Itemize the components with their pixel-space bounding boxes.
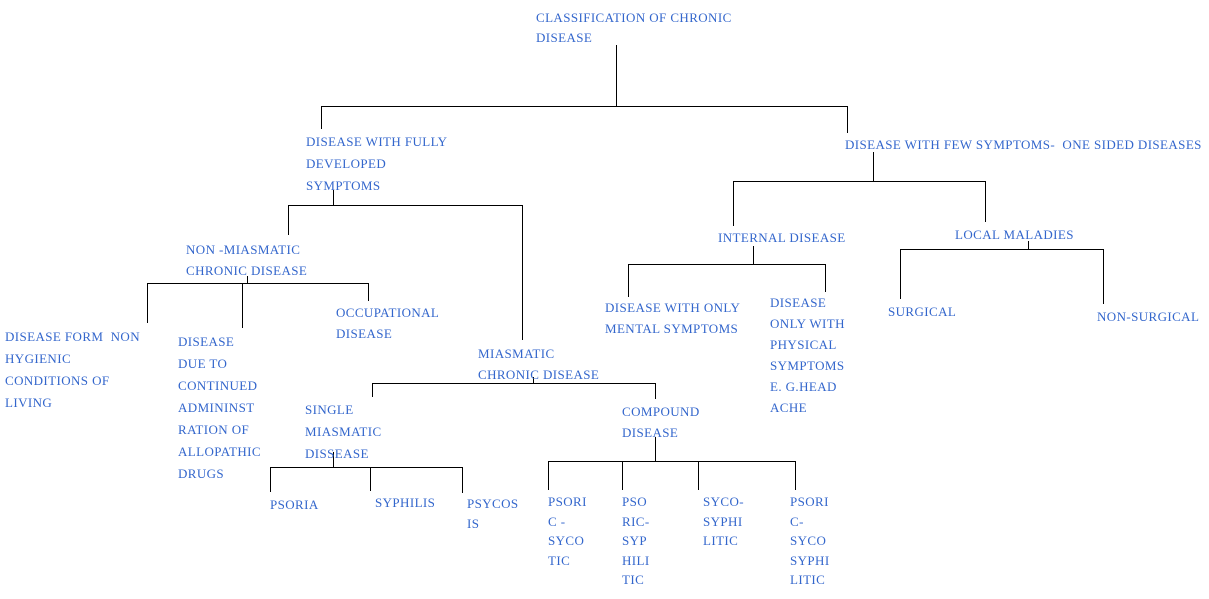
node-psori-sycotic: PSORI C - SYCO TIC: [548, 494, 587, 568]
node-psycosis: PSYCOS IS: [467, 496, 519, 531]
node-single-miasmatic: SINGLE MIASMATIC DISSEASE: [305, 402, 382, 461]
connector-line: [270, 467, 463, 468]
connector-line: [288, 205, 523, 206]
connector-line: [533, 377, 534, 384]
node-mental-symptoms: DISEASE WITH ONLY MENTAL SYMPTOMS: [605, 300, 741, 336]
connector-line: [288, 205, 289, 235]
connector-line: [1028, 241, 1029, 250]
connector-line: [372, 383, 656, 384]
node-local-maladies: LOCAL MALADIES: [955, 227, 1074, 242]
node-compound-disease: COMPOUND DISEASE: [622, 404, 700, 440]
connector-line: [628, 264, 629, 297]
node-psoric-syphilitic: PSO RIC- SYP HILI TIC: [622, 494, 650, 587]
connector-line: [333, 190, 334, 206]
connector-line: [548, 461, 549, 490]
connector-line: [795, 461, 796, 490]
node-physical-symptoms: DISEASE ONLY WITH PHYSICAL SYMPTOMS E. G…: [770, 295, 845, 415]
node-allopathic-drugs: DISEASE DUE TO CONTINUED ADMININST RATIO…: [178, 334, 261, 481]
connector-line: [462, 467, 463, 493]
connector-line: [698, 461, 699, 490]
connector-line: [368, 283, 369, 301]
node-fully-developed-symptoms: DISEASE WITH FULLY DEVELOPED SYMPTOMS: [306, 134, 448, 193]
connector-line: [372, 383, 373, 397]
connector-line: [873, 152, 874, 182]
connector-line: [900, 249, 901, 299]
connector-line: [985, 181, 986, 222]
connector-line: [900, 249, 1104, 250]
node-unhygienic-living: DISEASE FORM NON HYGIENIC CONDITIONS OF …: [5, 329, 141, 410]
connector-line: [753, 246, 754, 265]
connector-line: [616, 45, 617, 107]
connector-line: [1103, 249, 1104, 304]
node-non-surgical: NON-SURGICAL: [1097, 309, 1200, 324]
node-surgical: SURGICAL: [888, 304, 957, 319]
connector-line: [247, 276, 248, 284]
connector-line: [548, 461, 796, 462]
connector-line: [825, 264, 826, 292]
connector-line: [847, 106, 848, 133]
connector-line: [622, 461, 623, 490]
connector-line: [733, 181, 734, 226]
connector-line: [522, 205, 523, 340]
connector-line: [333, 452, 334, 468]
connector-line: [321, 106, 848, 107]
node-syco-syphilitic: SYCO- SYPHI LITIC: [703, 494, 745, 548]
node-internal-disease: INTERNAL DISEASE: [718, 230, 846, 245]
node-psori-syco-syphilitic: PSORI C- SYCO SYPHI LITIC: [790, 494, 830, 587]
connector-line: [147, 283, 148, 323]
node-miasmatic: MIASMATIC CHRONIC DISEASE: [478, 346, 600, 382]
node-occupational-disease: OCCUPATIONAL DISEASE: [336, 305, 440, 341]
connector-line: [270, 467, 271, 492]
connector-line: [655, 437, 656, 462]
connector-line: [321, 106, 322, 129]
connector-line: [147, 283, 369, 284]
node-psoria: PSORIA: [270, 497, 319, 512]
connector-line: [242, 283, 243, 328]
connector-line: [733, 181, 986, 182]
connector-line: [370, 467, 371, 491]
node-syphilis: SYPHILIS: [375, 495, 436, 510]
connector-line: [655, 383, 656, 399]
connector-line: [628, 264, 826, 265]
node-few-symptoms-one-sided: DISEASE WITH FEW SYMPTOMS- ONE SIDED DIS…: [845, 137, 1202, 152]
node-non-miasmatic: NON -MIASMATIC CHRONIC DISEASE: [186, 242, 308, 278]
node-classification-root: CLASSIFICATION OF CHRONIC DISEASE: [536, 10, 732, 45]
